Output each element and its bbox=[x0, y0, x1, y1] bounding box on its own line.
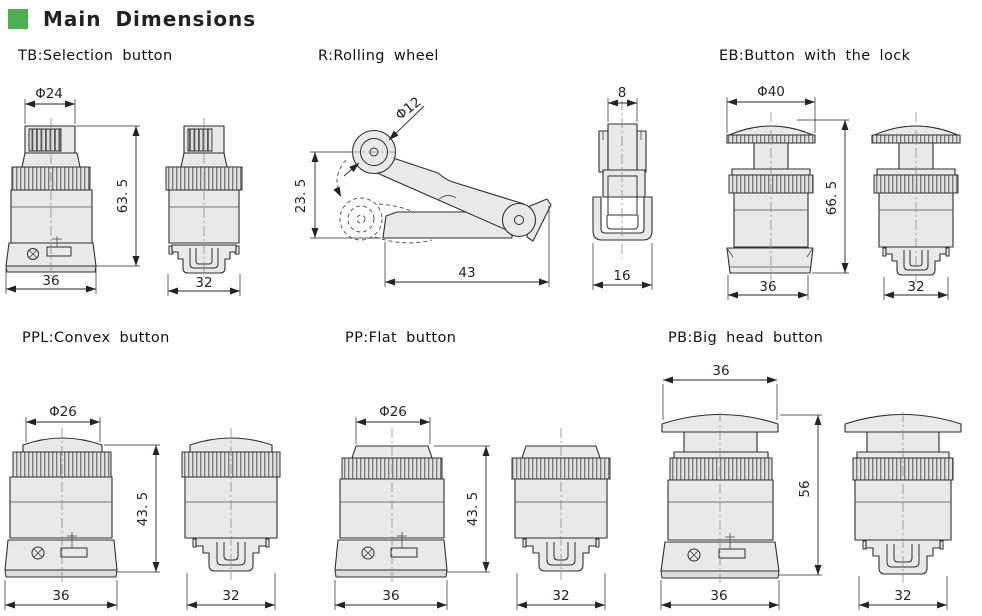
pp-side-width-dim: 32 bbox=[552, 588, 569, 604]
r-lever-view-drawing: Φ12 23. 5 43 bbox=[293, 94, 552, 287]
pp-front-view-drawing: Φ26 43. 5 36 bbox=[334, 404, 490, 610]
pp-height-dim: 43. 5 bbox=[465, 492, 481, 526]
r-height-dim: 23. 5 bbox=[293, 179, 309, 213]
r-end-view-drawing: 8 16 bbox=[592, 85, 653, 290]
tb-front-view-drawing: Φ24 63. 5 36 bbox=[5, 86, 140, 294]
eb-front-width-dim: 36 bbox=[759, 279, 776, 295]
ppl-front-view-drawing: Φ26 43. 5 36 bbox=[4, 404, 160, 610]
eb-side-width-dim: 32 bbox=[907, 279, 924, 295]
pb-head-width-dim: 36 bbox=[712, 363, 729, 379]
figure-label-ppl: PPL:Convex button bbox=[22, 330, 170, 346]
ppl-side-width-dim: 32 bbox=[222, 588, 239, 604]
pb-front-width-dim: 36 bbox=[710, 588, 727, 604]
eb-front-view-drawing: Φ40 66. 5 36 bbox=[726, 84, 849, 300]
pb-side-view-drawing: 32 bbox=[844, 412, 962, 610]
eb-side-view-drawing: 32 bbox=[871, 112, 961, 300]
pb-side-width-dim: 32 bbox=[894, 588, 911, 604]
pb-height-dim: 56 bbox=[797, 480, 813, 497]
r-bracket-width-dim: 16 bbox=[613, 268, 630, 284]
pp-diameter-dim: Φ26 bbox=[379, 404, 407, 420]
tb-height-dim: 63. 5 bbox=[115, 179, 131, 213]
tb-side-view-drawing: 32 bbox=[165, 118, 243, 296]
ppl-front-width-dim: 36 bbox=[52, 588, 69, 604]
tb-front-width-dim: 36 bbox=[42, 273, 59, 289]
figure-label-pb: PB:Big head button bbox=[668, 330, 824, 346]
figure-label-r: R:Rolling wheel bbox=[318, 48, 439, 64]
pb-front-view-drawing: 36 56 36 bbox=[660, 363, 822, 610]
page-header: Main Dimensions bbox=[8, 7, 256, 31]
eb-height-dim: 66. 5 bbox=[824, 181, 840, 215]
eb-diameter-dim: Φ40 bbox=[757, 84, 785, 100]
figure-label-tb: TB:Selection button bbox=[18, 48, 173, 64]
tb-diameter-dim: Φ24 bbox=[35, 86, 63, 102]
section-bullet-icon bbox=[8, 9, 28, 29]
ppl-diameter-dim: Φ26 bbox=[49, 404, 77, 420]
tb-side-width-dim: 32 bbox=[195, 275, 212, 291]
page-title: Main Dimensions bbox=[43, 7, 257, 31]
figure-label-eb: EB:Button with the lock bbox=[719, 48, 911, 64]
ppl-side-view-drawing: 32 bbox=[181, 428, 281, 610]
figure-label-pp: PP:Flat button bbox=[345, 330, 457, 346]
ppl-height-dim: 43. 5 bbox=[135, 492, 151, 526]
pp-side-view-drawing: 32 bbox=[511, 428, 611, 610]
r-length-dim: 43 bbox=[458, 265, 475, 281]
r-wheel-width-dim: 8 bbox=[618, 85, 627, 101]
r-wheel-diameter-dim: Φ12 bbox=[393, 94, 425, 124]
pp-front-width-dim: 36 bbox=[382, 588, 399, 604]
